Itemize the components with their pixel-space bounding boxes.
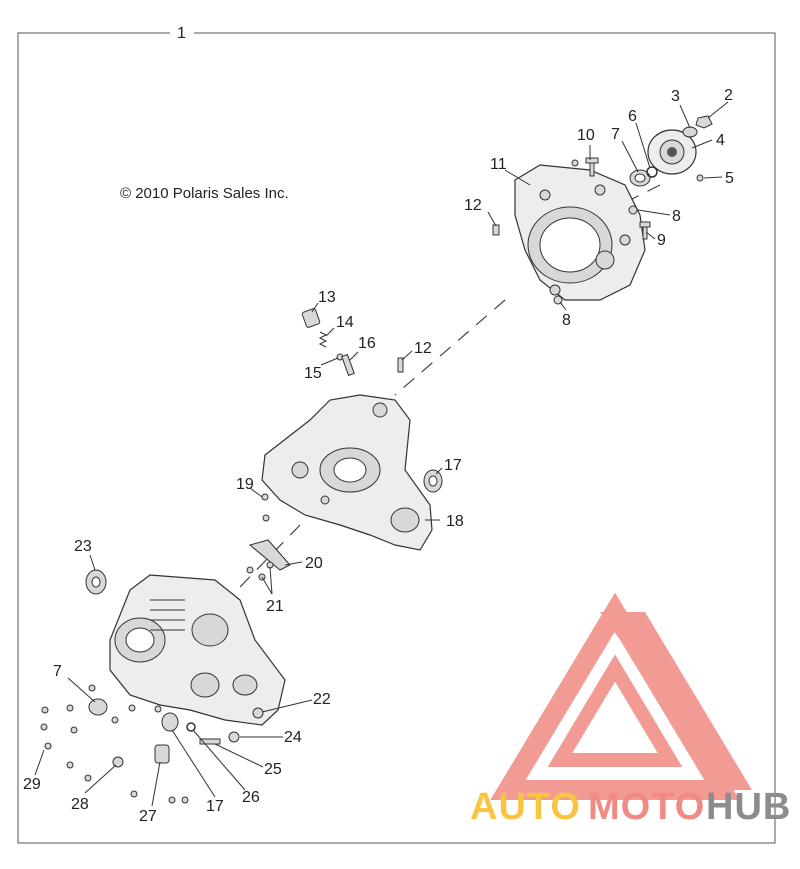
seal-part-7 [629, 169, 651, 187]
plug-part-13 [301, 308, 321, 328]
callout-6: 6 [628, 108, 637, 125]
wordmark-hub: HUB [706, 786, 791, 828]
callout-9: 9 [657, 232, 666, 249]
callout-13: 13 [318, 289, 336, 306]
callout-24: 24 [284, 729, 302, 746]
oring-part-26 [186, 722, 196, 732]
sensor-part-27 [154, 744, 170, 764]
callout-2: 2 [724, 87, 733, 104]
callout-4: 4 [716, 132, 725, 149]
callout-7-top: 7 [611, 126, 620, 143]
callout-8-right: 8 [672, 208, 681, 225]
automotohub-logo [490, 592, 752, 800]
callout-17-mid: 17 [444, 457, 462, 474]
seal-part-7-low [88, 698, 108, 716]
callout-29: 29 [23, 776, 41, 793]
callout-22: 22 [313, 691, 331, 708]
diagram-frame [17, 32, 776, 844]
pin-part-16 [341, 353, 355, 377]
callout-21: 21 [266, 598, 284, 615]
bolt-set-29 [40, 684, 189, 804]
plug-part-24 [228, 731, 240, 743]
dowel-part-12-top [492, 224, 500, 236]
pump-housing-part-4 [647, 129, 697, 175]
oring-part-6 [646, 166, 658, 178]
callout-14: 14 [336, 314, 354, 331]
bolt-part-10 [585, 157, 599, 177]
copyright-notice: © 2010 Polaris Sales Inc. [120, 185, 289, 202]
automotohub-wordmark: AUTO MOTO HUB [470, 786, 791, 828]
wordmark-auto: AUTO [470, 786, 581, 828]
bolt-part-19 [261, 493, 270, 522]
seal-part-17-mid [423, 469, 443, 493]
callout-27: 27 [139, 808, 157, 825]
small-bolt [571, 159, 579, 167]
callout-labels: 2 3 4 5 6 7 10 11 8 9 12 8 13 14 15 16 1… [23, 87, 734, 825]
callout-10: 10 [577, 127, 595, 144]
callout-20: 20 [305, 555, 323, 572]
callout-25: 25 [264, 761, 282, 778]
dipstick-part-25 [199, 738, 221, 745]
dowel-part-12-mid [397, 357, 404, 373]
nut-part-2 [695, 115, 713, 129]
callout-18: 18 [446, 513, 464, 530]
callout-23: 23 [74, 538, 92, 555]
callout-26: 26 [242, 789, 260, 806]
callout-12-top: 12 [464, 197, 482, 214]
plug-part-5 [696, 174, 704, 182]
center-housing-part-18 [261, 394, 433, 551]
callout-5: 5 [725, 170, 734, 187]
wordmark-moto: MOTO [588, 786, 705, 828]
seal-part-17-low [161, 712, 179, 732]
callout-19: 19 [236, 476, 254, 493]
bolt-part-22 [252, 707, 264, 719]
callout-15: 15 [304, 365, 322, 382]
bolt-part-21 [246, 561, 274, 581]
callout-8-bottom: 8 [562, 312, 571, 329]
washer-part-3 [682, 126, 698, 138]
washer-part-28 [112, 756, 124, 768]
callout-17-low: 17 [206, 798, 224, 815]
spring-part-14 [318, 331, 328, 348]
callout-16: 16 [358, 335, 376, 352]
callout-3: 3 [671, 88, 680, 105]
outer-cover [109, 574, 286, 726]
callout-7-low: 7 [53, 663, 62, 680]
callout-28: 28 [71, 796, 89, 813]
leader-lines [34, 101, 729, 807]
callout-1: 1 [177, 25, 186, 42]
seal-part-23 [85, 569, 107, 595]
callout-12-mid: 12 [414, 340, 432, 357]
callout-11: 11 [490, 156, 507, 173]
clutch-cover-part-11 [514, 164, 646, 301]
